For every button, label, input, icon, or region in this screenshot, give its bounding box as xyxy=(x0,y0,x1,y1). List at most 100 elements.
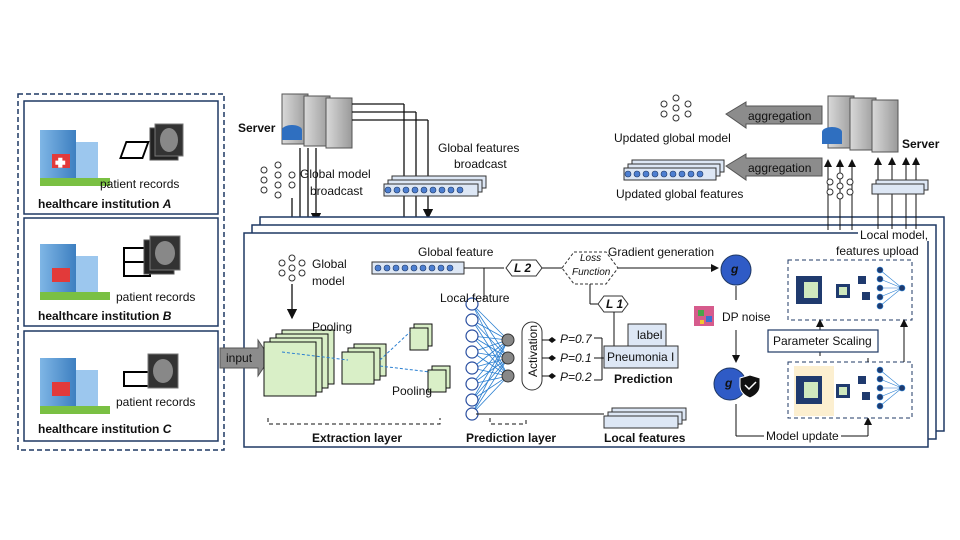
prob-2: P=0.1 xyxy=(560,351,592,365)
l1-label: L 1 xyxy=(606,297,624,311)
fc-connection xyxy=(471,335,509,377)
local-global-model-1: Global xyxy=(312,257,347,271)
loss-function-label-1: Loss xyxy=(580,253,602,264)
prob-3: P=0.2 xyxy=(560,370,592,384)
feature-dot xyxy=(678,170,686,178)
pooling-label-2: Pooling xyxy=(392,384,433,398)
feature-maps-stack-3 xyxy=(409,323,451,393)
feature-dot xyxy=(374,264,382,272)
shield-icon xyxy=(739,374,761,399)
fc-connection xyxy=(471,335,509,359)
local-features-label: Local features xyxy=(604,431,686,445)
feature-maps-stack-2 xyxy=(341,343,387,385)
global-feature-label: Global feature xyxy=(418,245,494,259)
fc-output-node xyxy=(501,351,515,365)
parameter-scaling-label: Parameter Scaling xyxy=(773,334,872,348)
feature-dot xyxy=(633,170,641,178)
global-model-broadcast-2: broadcast xyxy=(310,184,363,198)
institutions-frame xyxy=(17,93,225,451)
mini-net-connection xyxy=(879,269,903,289)
mini-net-connection xyxy=(879,287,903,307)
feature-dot xyxy=(642,170,650,178)
g-label-1: g xyxy=(731,262,739,276)
feature-dot xyxy=(446,264,454,272)
cnn-icon-bottom xyxy=(796,376,870,404)
mini-net-node xyxy=(876,384,884,392)
feature-dot xyxy=(437,264,445,272)
fc-input-node xyxy=(465,329,479,343)
fc-connection xyxy=(471,375,509,401)
aggregation-arrow-2 xyxy=(725,153,823,181)
dp-noise-label: DP noise xyxy=(722,310,771,324)
local-feature-label: Local feature xyxy=(440,291,510,305)
mini-net-node xyxy=(876,266,884,274)
global-features-broadcast-2: broadcast xyxy=(454,157,507,171)
feature-maps-stack-1 xyxy=(263,329,335,397)
fc-connection xyxy=(471,303,509,377)
local-features-vector-icon xyxy=(603,407,687,429)
input-label: input xyxy=(226,351,253,365)
neural-network-icon-upload xyxy=(826,172,854,200)
local-global-model-2: model xyxy=(312,274,345,288)
extraction-layer-label: Extraction layer xyxy=(312,431,403,445)
feature-dot xyxy=(411,186,419,194)
feature-dot xyxy=(696,170,704,178)
mini-net-node xyxy=(876,402,884,410)
gradient-node xyxy=(720,254,752,286)
feature-dot xyxy=(456,186,464,194)
mini-net-connection xyxy=(879,369,903,389)
feature-dot xyxy=(428,264,436,272)
l1-node xyxy=(597,295,629,313)
feature-dot xyxy=(438,186,446,194)
feature-dot xyxy=(420,186,428,194)
feature-dot xyxy=(410,264,418,272)
mini-net-node xyxy=(898,384,906,392)
mini-net-node xyxy=(876,293,884,301)
fc-input-node xyxy=(465,377,479,391)
xray-records-icon-a xyxy=(119,123,184,161)
aggregation-label-2: aggregation xyxy=(748,161,812,175)
mini-net-node xyxy=(876,366,884,374)
mini-net-node xyxy=(876,284,884,292)
prob-1: P=0.7 xyxy=(560,332,592,346)
updated-global-model-label: Updated global model xyxy=(614,131,731,145)
l2-label: L 2 xyxy=(514,261,532,275)
institution-a-records: patient records xyxy=(100,177,180,191)
fc-connection xyxy=(471,303,509,341)
upload-features-vector-icon xyxy=(871,179,929,195)
global-features-vector-icon xyxy=(383,175,487,197)
pooling-label-1: Pooling xyxy=(312,320,353,334)
pneumonia-box xyxy=(603,345,679,369)
fc-input-node xyxy=(465,361,479,375)
prediction-label: Prediction xyxy=(614,372,673,386)
fc-input-node xyxy=(465,345,479,359)
mini-net-node xyxy=(898,284,906,292)
prediction-layer-label: Prediction layer xyxy=(466,431,557,445)
mini-net-node xyxy=(876,302,884,310)
aggregation-label-1: aggregation xyxy=(748,109,812,123)
model-update-label: Model update xyxy=(764,429,841,443)
parameter-scaling-box xyxy=(767,329,879,353)
feature-dot xyxy=(624,170,632,178)
fc-connection xyxy=(471,357,509,385)
fc-connection xyxy=(471,339,509,401)
fc-input-node xyxy=(465,313,479,327)
fc-connection xyxy=(471,357,509,401)
neural-network-icon-updated xyxy=(660,94,692,122)
hospital-icon-c xyxy=(40,358,110,414)
dp-noise-icon xyxy=(694,306,714,326)
mini-net-node xyxy=(876,375,884,383)
feature-dot xyxy=(402,186,410,194)
fc-connection xyxy=(471,357,509,415)
mini-net-node xyxy=(876,275,884,283)
upload-label-2: features upload xyxy=(834,244,921,258)
fc-connection xyxy=(471,375,509,415)
hospital-icon-a xyxy=(40,130,110,186)
gradient-generation-label: Gradient generation xyxy=(608,245,715,259)
mini-net-connection xyxy=(879,287,903,298)
fc-input-node xyxy=(465,297,479,311)
fc-connection xyxy=(471,351,509,377)
cnn-icon-top xyxy=(796,276,870,304)
xray-records-icon-c xyxy=(123,353,179,389)
